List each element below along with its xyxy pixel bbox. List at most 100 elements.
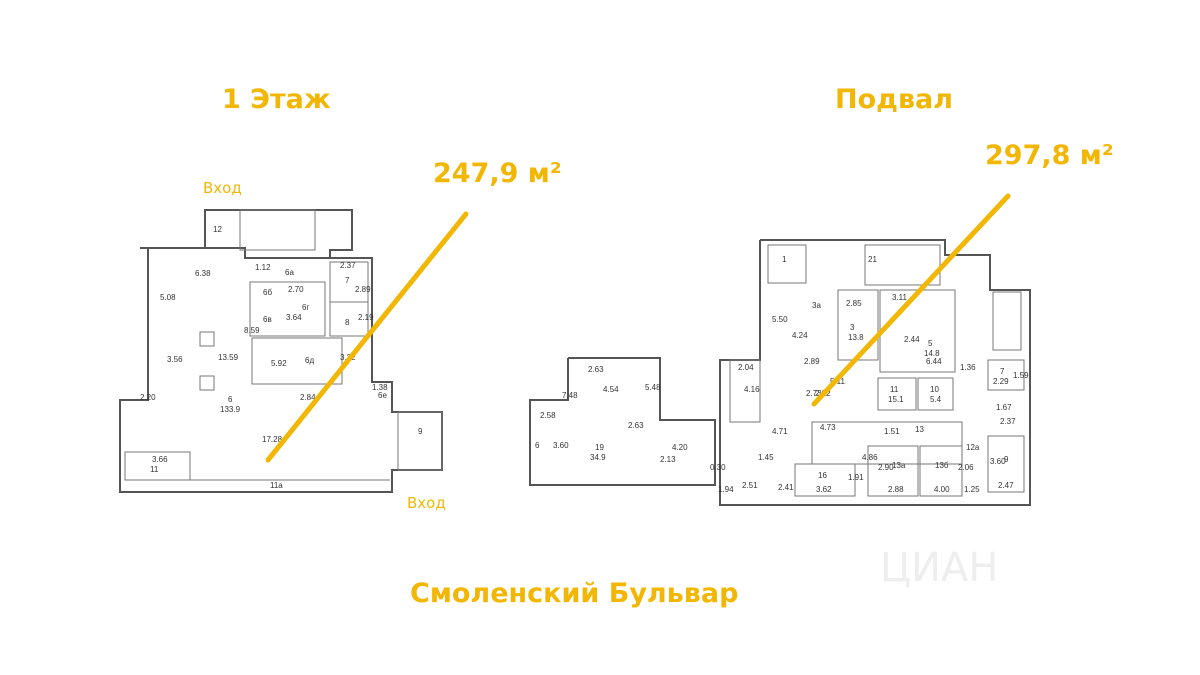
dimension-label: 1.51 (884, 427, 900, 436)
dimension-label: 4.20 (672, 443, 688, 452)
dimension-label: 2.90 (878, 463, 894, 472)
basement-left-wing (529, 357, 716, 486)
dimension-label: 2.37 (1000, 417, 1016, 426)
dimension-label: 4.86 (862, 453, 878, 462)
dimension-label: 6.38 (195, 269, 211, 278)
dimension-label: 17.28 (262, 435, 283, 444)
basement-room-16 (794, 463, 856, 497)
basement-room-1 (767, 244, 807, 284)
dimension-label: 2.89 (804, 357, 820, 366)
dimension-label: 2.37 (340, 261, 356, 270)
dimension-label: 2.06 (958, 463, 974, 472)
dimension-label: 6.44 (926, 357, 942, 366)
b-room-11-label: 11 (890, 385, 899, 394)
floor1-area-pointer (265, 211, 469, 463)
entrance-bottom-label: Вход (407, 494, 446, 512)
dimension-label: 1.94 (718, 485, 734, 494)
floor1-outline (119, 247, 443, 493)
dimension-label: 4.16 (744, 385, 760, 394)
f1-room-6-area: 133.9 (220, 405, 241, 414)
basement-room-small (729, 359, 761, 423)
dimension-label: 2.19 (358, 313, 374, 322)
b-room-10-area: 5.4 (930, 395, 942, 404)
f1-room-12-label: 12 (213, 225, 222, 234)
b-room-13-label: 13 (915, 425, 924, 434)
basement-room-13a (867, 445, 919, 497)
b-room-12a-label: 12а (966, 443, 980, 452)
f1-room-6d-label: 6д (305, 356, 314, 365)
dimension-label: 1.45 (758, 453, 774, 462)
dimension-label: 8.59 (244, 326, 260, 335)
dimension-label: 1.12 (255, 263, 271, 272)
b-room-3-label: 3 (850, 323, 855, 332)
b-room-19-area: 34.9 (590, 453, 606, 462)
f1-room-7-label: 7 (345, 276, 350, 285)
dimension-label: 2.41 (778, 483, 794, 492)
f1-room-6g-label: 6г (302, 303, 309, 312)
dimension-label: 4.00 (934, 485, 950, 494)
basement-room-21 (864, 244, 941, 286)
dimension-label: 2.47 (998, 481, 1014, 490)
f1-room-6e-label: 6е (378, 391, 387, 400)
b-room-5-area: 14.8 (924, 349, 940, 358)
floor1-plan: 12 6а 6б 6в 6г 6д 6е 7 8 6 133.9 9 11 11… (119, 209, 443, 493)
dimension-label: 2.88 (888, 485, 904, 494)
basement-room-shaft (992, 291, 1022, 351)
basement-room-9 (987, 435, 1025, 493)
dimension-label: 5.92 (271, 359, 287, 368)
dimension-label: 2.13 (660, 455, 676, 464)
dimension-label: 2.63 (588, 365, 604, 374)
b-room-7-label: 7 (1000, 367, 1005, 376)
dimension-label: 2.84 (300, 393, 316, 402)
f1-room-11a-label: 11а (270, 481, 283, 490)
dimension-label: 2.73 (806, 389, 822, 398)
b-room-16-label: 16 (818, 471, 827, 480)
floor1-title: 1 Этаж (222, 84, 331, 115)
basement-outline (719, 239, 1031, 506)
floor1-column-1 (199, 331, 215, 347)
basement-room-11 (877, 377, 917, 411)
b-room-5-label: 5 (928, 339, 933, 348)
dimension-label: 2.89 (355, 285, 371, 294)
dimension-label: 3.60 (553, 441, 569, 450)
dimension-label: 1.38 (372, 383, 388, 392)
entrance-top-label: Вход (203, 179, 242, 197)
dimension-label: 1.91 (848, 473, 864, 482)
dimension-label: 3.66 (152, 455, 168, 464)
floor1-room-6d (251, 337, 343, 385)
basement-area-label: 297,8 м² (985, 140, 1114, 171)
dimension-label: 4.73 (820, 423, 836, 432)
dimension-label: 2.44 (904, 335, 920, 344)
dimension-label: 1.59 (1013, 371, 1029, 380)
dimension-label: 2.20 (140, 393, 156, 402)
dimension-label: 5.48 (645, 383, 661, 392)
basement-plan: 1 21 3а 3 13.8 5 14.8 19 34.9 6 11 15.1 … (529, 239, 1031, 506)
dimension-label: 2.04 (738, 363, 754, 372)
basement-room-13b (919, 445, 963, 497)
floor1-room-9 (397, 411, 443, 471)
dimension-label: 2.70 (288, 285, 304, 294)
b-room-11-area: 15.1 (888, 395, 904, 404)
street-label: Смоленский Бульвар (410, 578, 739, 609)
b-room-1-label: 1 (782, 255, 787, 264)
watermark-logo: ЦИАН (880, 545, 999, 591)
dimension-label: 2.85 (846, 299, 862, 308)
basement-room-10 (917, 377, 954, 411)
dimension-label: 3.11 (892, 293, 908, 302)
b-room-13b-label: 13б (935, 461, 949, 470)
dimension-label: 1.67 (996, 403, 1012, 412)
dimension-label: 1.25 (964, 485, 980, 494)
basement-title: Подвал (835, 84, 954, 115)
b-room-9-label: 9 (1004, 455, 1009, 464)
b-room-19-label: 19 (595, 443, 604, 452)
floor1-room-6b-6g (249, 281, 326, 337)
dimension-label: 2.58 (540, 411, 556, 420)
f1-room-6v-label: 6в (263, 315, 272, 324)
floor1-stair-block (204, 209, 353, 258)
b-room-21-label: 21 (868, 255, 877, 264)
floor1-stairs (239, 209, 316, 251)
dimension-label: 2.51 (742, 481, 758, 490)
f1-room-6a-label: 6а (285, 268, 294, 277)
f1-room-11-label: 11 (150, 465, 159, 474)
